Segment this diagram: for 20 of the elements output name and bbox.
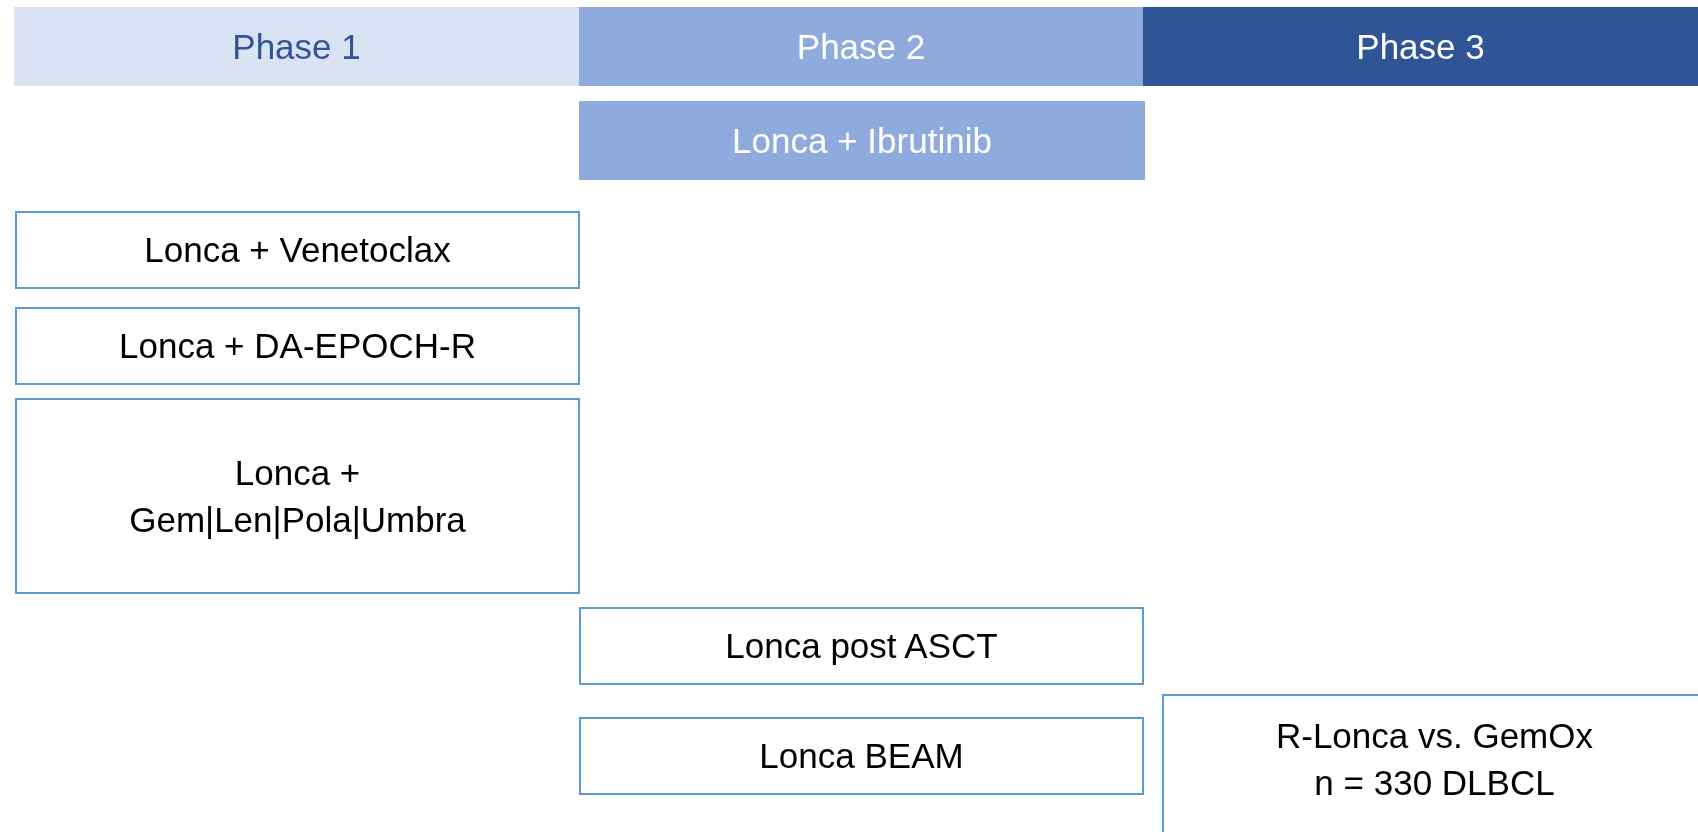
phase-label: Phase 2 [796,25,926,68]
treatment-label: Lonca post ASCT [725,625,998,668]
treatment-label: R-Lonca vs. GemOx n = 330 DLBCL [1274,714,1594,804]
treatment-label: Lonca + DA-EPOCH-R [119,325,476,368]
treatment-box [15,307,580,385]
treatment-label: Lonca + Ibrutinib [732,119,992,162]
treatment-box [15,211,580,289]
phase-header [1143,7,1698,86]
treatment-box [579,607,1144,685]
phase-label: Phase 1 [232,25,361,68]
phase-header [14,7,579,86]
treatment-box [1162,694,1698,832]
phase-header [579,7,1143,86]
treatment-bar [579,101,1145,180]
treatment-label: Lonca + Venetoclax [144,229,451,272]
treatment-label: Lonca + Gem|Len|Pola|Umbra [128,451,467,541]
treatment-box [15,398,580,594]
treatment-label: Lonca BEAM [759,735,964,778]
phase-label: Phase 3 [1356,25,1485,68]
treatment-box [579,717,1144,795]
